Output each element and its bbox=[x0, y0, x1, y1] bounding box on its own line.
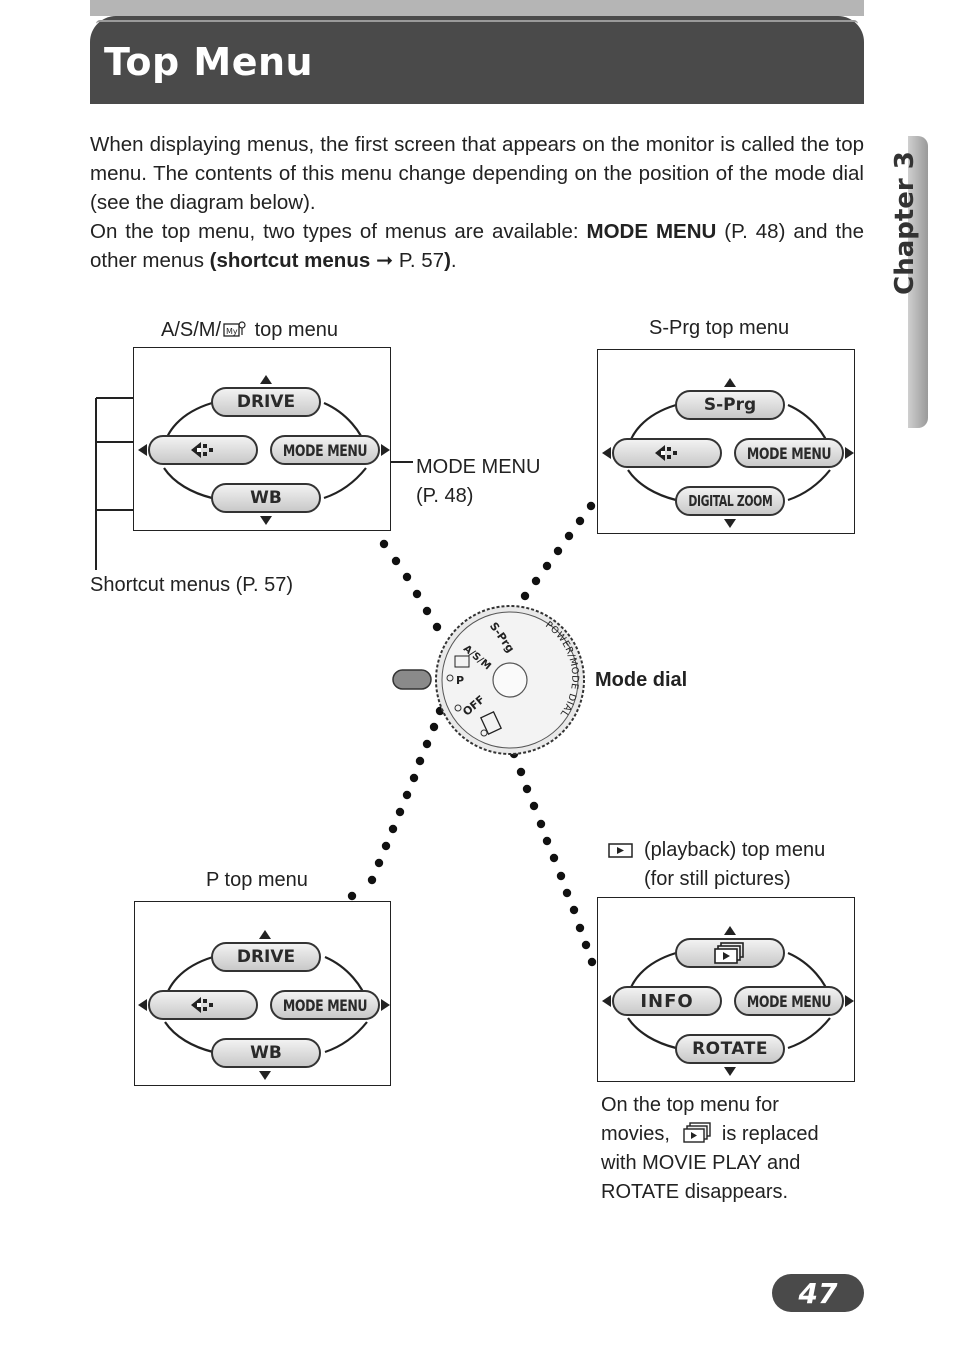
asm-down-arrow bbox=[260, 516, 272, 525]
intro-close-paren: ) bbox=[444, 249, 451, 272]
asm-menu-label: A/S/M/My top menu bbox=[161, 318, 338, 342]
playback-icon bbox=[608, 839, 634, 858]
sprg-down-arrow bbox=[724, 519, 736, 528]
sprg-mode-menu-text: MODE MENU bbox=[746, 443, 832, 463]
sprg-menu-label: S-Prg top menu bbox=[649, 317, 790, 339]
dial-playback-marker bbox=[480, 729, 488, 737]
playback-menu-label: (playback) top menu (for still pictures) bbox=[608, 836, 825, 894]
asm-right-arrow bbox=[381, 444, 390, 456]
asm-mode-menu-button[interactable]: MODE MENU bbox=[270, 435, 380, 465]
dots-to-playback bbox=[501, 732, 597, 967]
intro-mode-menu: MODE MENU bbox=[586, 220, 717, 243]
asm-menu-screen: DRIVE MODE MENU WB bbox=[133, 347, 391, 531]
playback-info-button[interactable]: INFO bbox=[612, 986, 722, 1016]
p-drive-button[interactable]: DRIVE bbox=[211, 942, 321, 972]
sprg-digital-zoom-text: DIGITAL ZOOM bbox=[687, 492, 773, 510]
page-number: 47 bbox=[772, 1274, 864, 1312]
playback-menu-screen: INFO MODE MENU ROTATE bbox=[597, 897, 855, 1082]
chapter-tab bbox=[908, 136, 928, 428]
arrow-right-icon: ➞ bbox=[375, 249, 394, 272]
dial-off-marker bbox=[454, 704, 462, 712]
sprg-left-arrow bbox=[602, 447, 611, 459]
header-bar bbox=[90, 16, 864, 104]
asm-up-arrow bbox=[260, 375, 272, 384]
movie-note-line2a: movies, bbox=[601, 1123, 670, 1145]
mode-menu-callout-line1: MODE MENU bbox=[416, 456, 541, 478]
slideshow-icon bbox=[714, 942, 744, 964]
image-quality-icon bbox=[655, 445, 677, 461]
p-mode-menu-button[interactable]: MODE MENU bbox=[270, 990, 380, 1020]
playback-slideshow-button[interactable] bbox=[675, 938, 785, 968]
shortcut-menus-callout: Shortcut menus (P. 57) bbox=[90, 574, 294, 596]
page-title: Top Menu bbox=[104, 40, 314, 84]
intro-period: . bbox=[450, 249, 457, 272]
sprg-up-arrow bbox=[724, 378, 736, 387]
p-mode-menu-text: MODE MENU bbox=[282, 995, 368, 1015]
playback-left-arrow bbox=[602, 995, 611, 1007]
asm-quality-button[interactable] bbox=[148, 435, 258, 465]
sprg-quality-button[interactable] bbox=[612, 438, 722, 468]
movie-note-line1: On the top menu for bbox=[601, 1094, 779, 1116]
dial-playback-icon bbox=[479, 711, 503, 735]
header-top-strip bbox=[90, 0, 864, 16]
intro-shortcut-menus: (shortcut menus bbox=[209, 249, 371, 272]
dots-to-asm bbox=[379, 539, 442, 632]
p-quality-button[interactable] bbox=[148, 990, 258, 1020]
asm-wb-button[interactable]: WB bbox=[211, 483, 321, 513]
mode-menu-callout: MODE MENU (P. 48) bbox=[416, 453, 540, 511]
p-up-arrow bbox=[259, 930, 271, 939]
my-mode-icon: My bbox=[223, 320, 247, 338]
mode-dial-label: Mode dial bbox=[595, 669, 688, 691]
header-highlight bbox=[96, 20, 858, 24]
dial-my-icon bbox=[454, 655, 470, 668]
mode-dial-center bbox=[492, 662, 528, 698]
playback-mode-menu-text: MODE MENU bbox=[746, 991, 832, 1011]
dots-to-p bbox=[347, 706, 445, 901]
p-menu-screen: DRIVE MODE MENU WB bbox=[134, 901, 391, 1086]
asm-drive-button[interactable]: DRIVE bbox=[211, 387, 321, 417]
image-quality-icon bbox=[191, 442, 213, 458]
playback-down-arrow bbox=[724, 1067, 736, 1076]
movie-note-line3: with MOVIE PLAY and bbox=[601, 1152, 801, 1174]
mode-dial[interactable]: S-Prg A/S/M P OFF POWER/MODE DIAL bbox=[435, 605, 585, 755]
p-menu-label: P top menu bbox=[206, 869, 308, 891]
sprg-menu-screen: S-Prg MODE MENU DIGITAL ZOOM bbox=[597, 349, 855, 534]
intro-page-ref: P. 57 bbox=[393, 249, 445, 272]
movie-note-line2b: is replaced bbox=[721, 1123, 819, 1145]
asm-label-text: A/S/M/ bbox=[161, 319, 222, 341]
asm-mode-menu-text: MODE MENU bbox=[282, 440, 368, 460]
playback-right-arrow bbox=[845, 995, 854, 1007]
playback-up-arrow bbox=[724, 926, 736, 935]
svg-text:My: My bbox=[226, 327, 238, 336]
intro-text-c: (P. 48) and the other menus bbox=[90, 220, 865, 272]
image-quality-icon bbox=[191, 997, 213, 1013]
mode-menu-callout-line2: (P. 48) bbox=[416, 485, 474, 507]
sprg-mode-menu-button[interactable]: MODE MENU bbox=[734, 438, 844, 468]
asm-label-suffix: top menu bbox=[249, 319, 338, 341]
sprg-digital-zoom-button[interactable]: DIGITAL ZOOM bbox=[675, 486, 785, 516]
movie-note: On the top menu for movies, is replaced w… bbox=[601, 1091, 819, 1207]
p-left-arrow bbox=[138, 999, 147, 1011]
playback-mode-menu-button[interactable]: MODE MENU bbox=[734, 986, 844, 1016]
power-button[interactable] bbox=[392, 669, 432, 690]
slideshow-icon bbox=[682, 1122, 712, 1144]
playback-label-line2: (for still pictures) bbox=[644, 868, 791, 890]
p-down-arrow bbox=[259, 1071, 271, 1080]
sprg-button[interactable]: S-Prg bbox=[675, 390, 785, 420]
sprg-right-arrow bbox=[845, 447, 854, 459]
intro-paragraph-2: On the top menu, two types of menus are … bbox=[90, 217, 864, 275]
p-wb-button[interactable]: WB bbox=[211, 1038, 321, 1068]
dial-p-marker bbox=[446, 674, 454, 682]
p-right-arrow bbox=[381, 999, 390, 1011]
intro-text-a: On the top menu, two types of menus are … bbox=[90, 220, 587, 243]
playback-label-line1: (playback) top menu bbox=[644, 839, 826, 861]
dots-to-sprg bbox=[509, 501, 596, 616]
asm-left-arrow bbox=[138, 444, 147, 456]
intro-paragraph-1: When displaying menus, the first screen … bbox=[90, 133, 864, 214]
dial-p: P bbox=[456, 674, 464, 687]
movie-note-line4: ROTATE disappears. bbox=[601, 1181, 789, 1203]
playback-rotate-button[interactable]: ROTATE bbox=[675, 1034, 785, 1064]
dotted-connectors bbox=[347, 501, 597, 967]
